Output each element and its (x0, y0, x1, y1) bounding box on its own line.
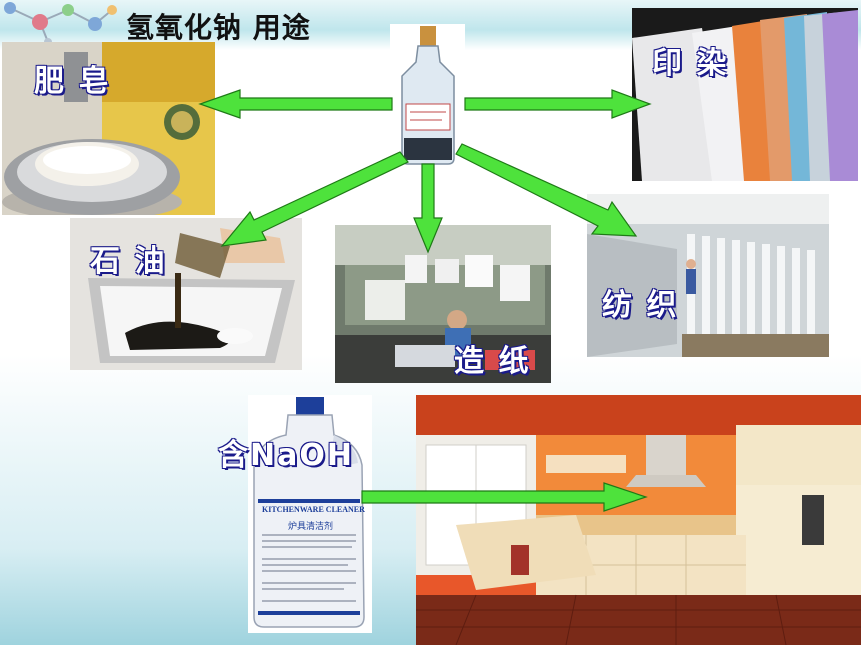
papermaking-photo (335, 225, 551, 383)
arrow-to-textile (455, 143, 638, 237)
cleaner-chinese-text: 炉具清洁剂 (288, 522, 334, 532)
label-petroleum: 石 油 (90, 244, 167, 279)
kitchen-photo (416, 395, 861, 645)
arrow-to-dyeing (464, 89, 652, 119)
petroleum-photo (70, 218, 302, 370)
arrow-to-kitchen (361, 482, 648, 512)
arrow-to-papermaking (413, 163, 443, 254)
kitchen-cleaner-photo: KITCHENWARE CLEANER 炉具清洁剂 (248, 395, 372, 633)
molecule-decoration-icon (4, 2, 117, 46)
label-contains-naoh: 含NaOH (218, 438, 354, 473)
arrow-to-petroleum (220, 151, 409, 247)
label-soap: 肥 皂 (34, 64, 111, 99)
arrow-to-soap (198, 89, 393, 119)
dyeing-photo (632, 8, 858, 181)
label-textile: 纺 织 (602, 288, 679, 323)
textile-photo (587, 194, 829, 357)
page-title: 氢氧化钠 用途 (126, 11, 311, 44)
naoh-bottle-photo (390, 24, 465, 166)
label-papermaking: 造 纸 (454, 344, 531, 379)
cleaner-brand-text: KITCHENWARE CLEANER (262, 505, 365, 514)
soap-photo (2, 42, 215, 215)
label-dyeing: 印 染 (652, 46, 729, 81)
